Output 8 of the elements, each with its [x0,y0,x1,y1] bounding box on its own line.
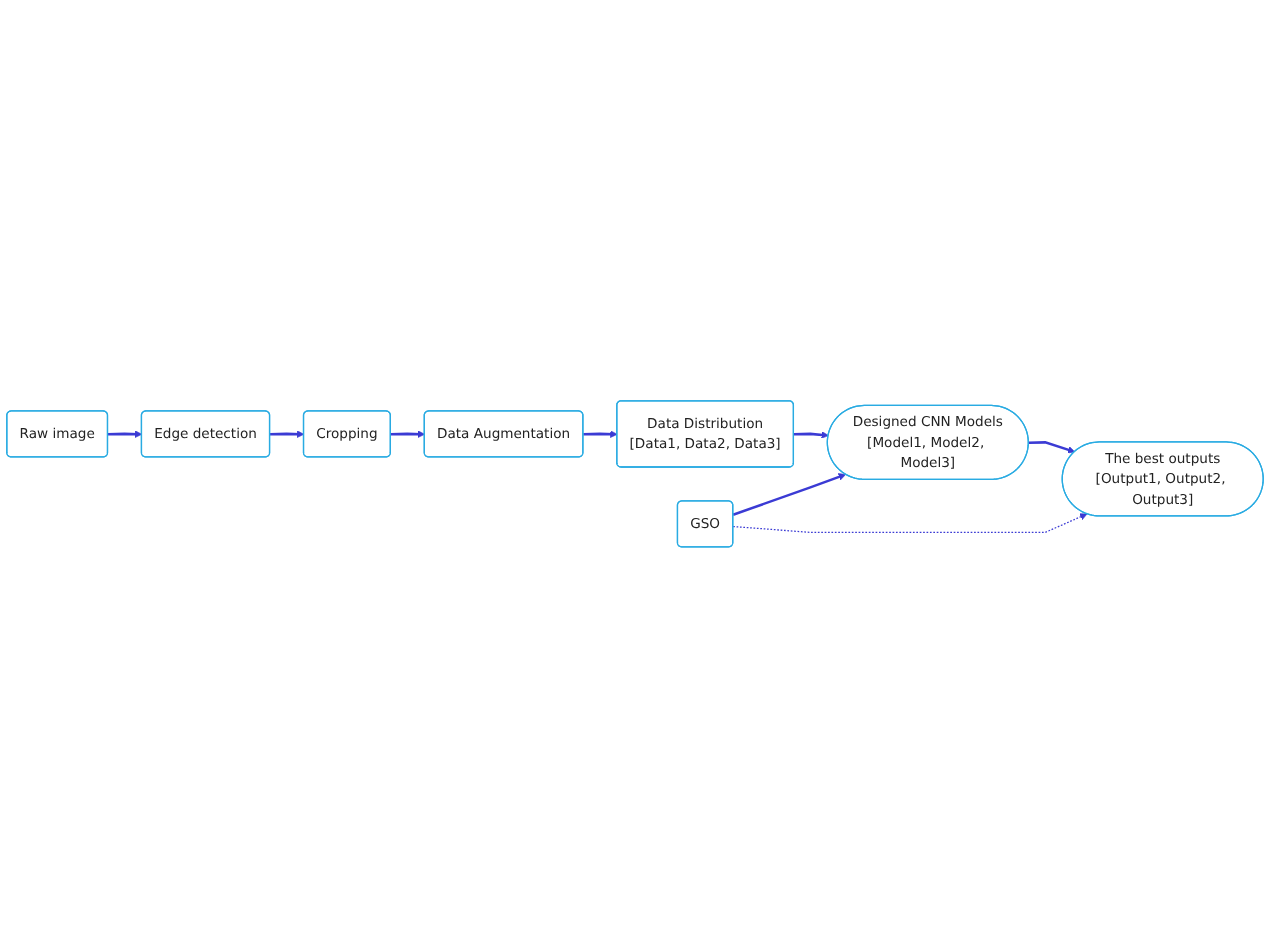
arrow [583,429,618,438]
arrow [793,430,829,438]
arrow [107,429,143,438]
arrow [1028,440,1076,453]
arrow [732,512,1088,533]
arrow [269,429,305,438]
arrow [390,429,426,438]
arrow [732,472,846,516]
